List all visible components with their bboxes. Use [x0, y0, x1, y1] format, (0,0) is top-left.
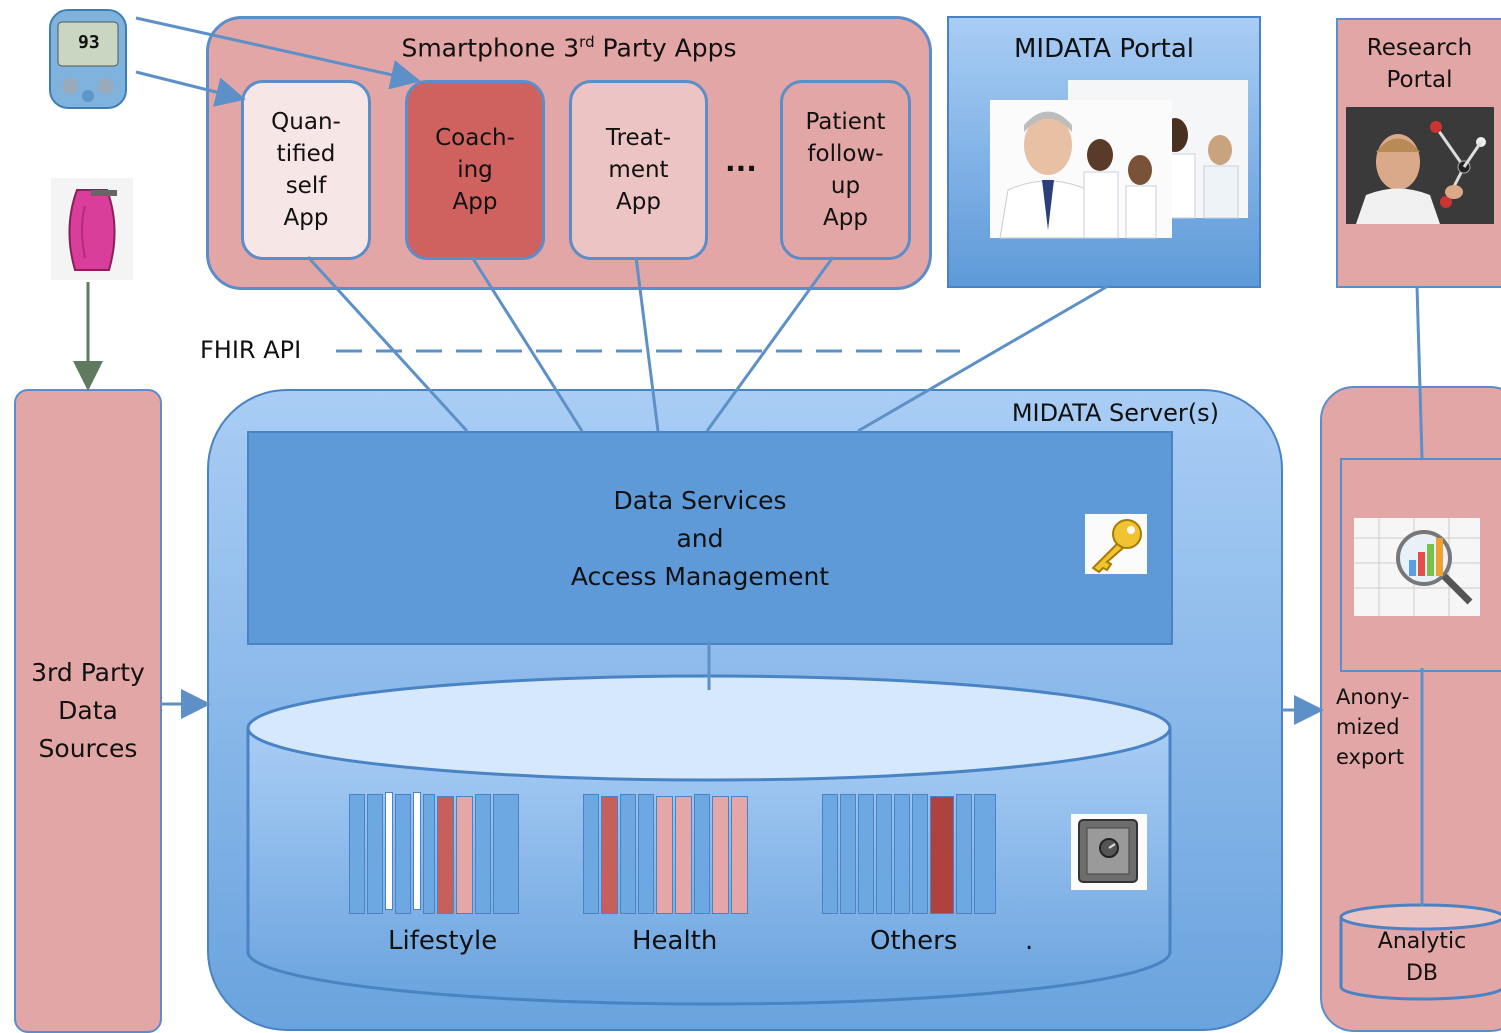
db-label-trailing-dot: . [1025, 926, 1034, 956]
apps-ellipsis: ... [725, 145, 757, 178]
record-book [395, 794, 411, 914]
fhir-api-label: FHIR API [200, 336, 302, 364]
app-treatment[interactable]: Treat- ment App [569, 80, 708, 260]
record-book [840, 794, 856, 914]
record-book [475, 794, 491, 914]
record-book [731, 796, 748, 914]
record-book [493, 794, 519, 914]
record-book [367, 794, 383, 914]
portal-title: MIDATA Portal [1013, 34, 1195, 64]
record-book [675, 796, 692, 914]
services-line-3: Access Management [570, 562, 830, 591]
record-book [694, 794, 710, 914]
glucose-readout: 93 [78, 32, 100, 53]
record-book [712, 796, 729, 914]
server-title: MIDATA Server(s) [1011, 399, 1219, 427]
record-book [385, 792, 393, 910]
analytics-chart-icon [1354, 518, 1480, 616]
db-label-lifestyle: Lifestyle [388, 926, 498, 956]
doctors-photo-icon [990, 80, 1248, 239]
third-party-data-sources: 3rd Party Data Sources [14, 389, 162, 1033]
app-coaching[interactable]: Coach- ing App [405, 80, 545, 260]
safe-icon [1071, 814, 1147, 890]
record-book [930, 796, 954, 914]
data-services-box [247, 431, 1173, 645]
key-icon [1085, 514, 1147, 574]
researcher-photo-icon [1346, 107, 1494, 224]
db-label-others: Others [870, 926, 958, 956]
fitness-band-icon [51, 178, 133, 280]
record-book [912, 794, 928, 914]
services-line-1: Data Services [613, 486, 787, 515]
record-book [456, 796, 473, 914]
analytic-db-cylinder [1339, 903, 1501, 1001]
record-book [349, 794, 365, 914]
record-book [601, 796, 618, 914]
record-book [638, 794, 654, 914]
record-book [894, 794, 910, 914]
data-services-text: Data Services and Access Management [247, 482, 1153, 596]
record-book [413, 792, 421, 910]
anonymized-export-label: Anony- mized export [1336, 685, 1410, 769]
record-book [583, 794, 599, 914]
glucose-meter-icon [49, 9, 127, 109]
record-book [974, 794, 996, 914]
app-patient-follow-up[interactable]: Patient follow- up App [780, 80, 911, 260]
record-book [876, 794, 892, 914]
record-book [437, 796, 454, 914]
research-portal-title: Research Portal [1366, 35, 1473, 93]
record-book [656, 796, 673, 914]
record-book [423, 794, 435, 914]
record-book [822, 794, 838, 914]
record-book [620, 794, 636, 914]
record-book [956, 794, 972, 914]
analytic-db-label: Analytic DB [1377, 929, 1467, 986]
db-label-health: Health [632, 926, 718, 956]
apps-panel-title: Smartphone 3rd Party Apps [401, 33, 737, 63]
app-quantified-self[interactable]: Quan- tified self App [241, 80, 371, 260]
record-book [858, 794, 874, 914]
services-line-2: and [676, 524, 724, 553]
